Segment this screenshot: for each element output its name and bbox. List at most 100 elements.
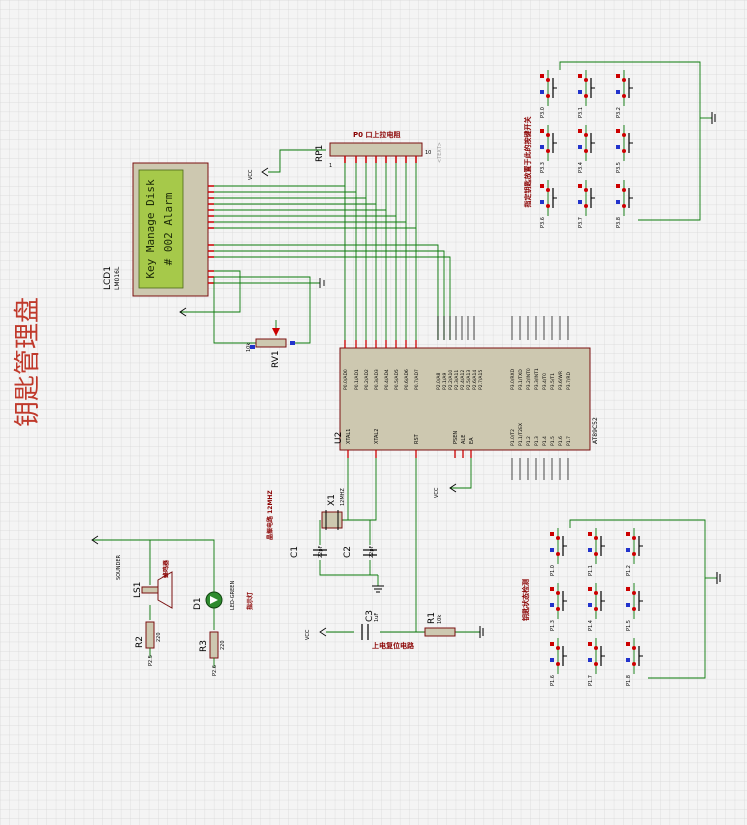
crystal-circuit: X1 12MHZ 晶振电路 12MHZ C1 22pF C2 22pF bbox=[266, 458, 384, 593]
rp1-pin-right: 10 bbox=[425, 150, 431, 156]
vcc-label-ea: VCC bbox=[434, 487, 440, 498]
key-switch[interactable]: P1.5 bbox=[626, 583, 643, 631]
lcd-module: Key Manage Disk # 002 Alarm LCD1 LM016L bbox=[103, 162, 214, 297]
key-switch[interactable]: P1.8 bbox=[626, 638, 643, 686]
mcu-xtal1: XTAL1 bbox=[346, 429, 352, 444]
c1-ref: C1 bbox=[290, 546, 300, 558]
key-switch[interactable]: P1.2 bbox=[626, 528, 643, 576]
key-switch[interactable]: P1.3 bbox=[550, 583, 567, 631]
key-pin-label: P3.1 bbox=[578, 107, 584, 118]
mcu-pin-p2-6: P2.6/A14 bbox=[472, 370, 478, 390]
key-switch[interactable]: P1.6 bbox=[550, 638, 567, 686]
mcu-pin-p2-5: P2.5/A13 bbox=[466, 370, 472, 390]
mcu-ale: ALE bbox=[461, 435, 467, 444]
mcu-pin-p3-1: P3.1/TXD bbox=[518, 369, 524, 390]
mcu-pin-p1-0: P1.0/T2 bbox=[510, 429, 516, 446]
mcu-pin-p1-3: P1.3 bbox=[534, 436, 540, 446]
key-pin-label: P1.2 bbox=[626, 565, 632, 576]
key-switch[interactable]: P3.6 bbox=[540, 180, 557, 228]
mcu-pin-p0-3: P0.3/AD3 bbox=[374, 369, 380, 390]
page-title: 钥匙管理盘 bbox=[13, 297, 43, 427]
r3-value: 220 bbox=[220, 640, 226, 650]
key-switch[interactable]: P3.4 bbox=[578, 125, 595, 173]
c3-ref: C3 bbox=[365, 610, 375, 622]
mcu-pin-p2-0: P2.0/A8 bbox=[436, 373, 442, 390]
key-switch[interactable]: P1.1 bbox=[588, 528, 605, 576]
rp1-text-tag: <TEXT> bbox=[437, 142, 443, 163]
key-pin-label: P1.5 bbox=[626, 620, 632, 631]
key-switch[interactable]: P3.5 bbox=[616, 125, 633, 173]
mcu-pin-p3-3: P3.3/INT1 bbox=[534, 368, 540, 390]
mcu-pin-p2-2: P2.2/A10 bbox=[448, 370, 454, 390]
reset-label: 上电复位电路 bbox=[372, 641, 415, 650]
key-pin-label: P1.1 bbox=[588, 565, 594, 576]
mcu-pin-p3-6: P3.6/WR bbox=[558, 371, 564, 390]
mcu-pin-p3-4: P3.4/T0 bbox=[542, 373, 548, 390]
ls1-model: SOUNDER bbox=[116, 554, 122, 580]
lcd-ref: LCD1 bbox=[103, 266, 113, 290]
r2-ref: R2 bbox=[135, 636, 145, 648]
key-pin-label: P1.7 bbox=[588, 675, 594, 686]
port-stub-wires bbox=[437, 316, 569, 480]
vcc-rp1: VCC bbox=[248, 149, 326, 180]
mcu-pin-p1-4: P1.4 bbox=[542, 436, 548, 446]
vcc-label-rp1: VCC bbox=[248, 169, 254, 180]
mcu-pin-p0-7: P0.7/AD7 bbox=[414, 369, 420, 390]
keys-bottom-label: 钥匙状态检测 bbox=[521, 579, 530, 621]
mcu-pin-p0-1: P0.1/AD1 bbox=[354, 369, 360, 390]
mcu-pin-p1-7: P1.7 bbox=[566, 436, 572, 446]
key-switch[interactable]: P3.2 bbox=[616, 70, 633, 118]
d1-ref: D1 bbox=[193, 597, 203, 610]
key-pin-label: P1.8 bbox=[626, 675, 632, 686]
rp1-pin-left: 1 bbox=[329, 163, 332, 169]
key-switch[interactable]: P3.0 bbox=[540, 70, 557, 118]
r2-value: 220 bbox=[156, 632, 162, 642]
c2-value: 22pF bbox=[369, 545, 375, 558]
mcu-pin-p1-5: P1.5 bbox=[550, 436, 556, 446]
key-switch[interactable]: P1.4 bbox=[588, 583, 605, 631]
mcu-pin-p1-2: P1.2 bbox=[526, 436, 532, 446]
mcu-ea: EA bbox=[469, 437, 475, 444]
key-pin-label: P3.5 bbox=[616, 162, 622, 173]
x1-ref: X1 bbox=[327, 494, 337, 506]
key-switch[interactable]: P3.3 bbox=[540, 125, 557, 173]
key-switch[interactable]: P3.8 bbox=[616, 180, 633, 228]
key-switch[interactable]: P3.1 bbox=[578, 70, 595, 118]
lcd-model: LM016L bbox=[114, 266, 121, 290]
key-pin-label: P3.0 bbox=[540, 107, 546, 118]
mcu-pin-p0-2: P0.2/AD2 bbox=[364, 369, 370, 390]
key-switch[interactable]: P1.0 bbox=[550, 528, 567, 576]
r3-ref: R3 bbox=[199, 640, 209, 652]
mcu-pin-p1-6: P1.6 bbox=[558, 436, 564, 446]
x1-label: 晶振电路 12MHZ bbox=[266, 490, 274, 540]
mcu-pin-p1-1: P1.1/T2EX bbox=[518, 423, 524, 446]
r1-value: 10k bbox=[437, 615, 443, 624]
key-pin-label: P3.2 bbox=[616, 107, 622, 118]
mcu-pin-p2-1: P2.1/A9 bbox=[442, 373, 448, 390]
c2-ref: C2 bbox=[343, 546, 353, 558]
mcu-pin-p2-7: P2.7/A15 bbox=[478, 370, 484, 390]
key-switch[interactable]: P3.7 bbox=[578, 180, 595, 228]
mcu-pin-p3-7: P3.7/RD bbox=[566, 371, 572, 390]
mcu-model: AT89C52 bbox=[592, 417, 599, 444]
key-switch[interactable]: P1.7 bbox=[588, 638, 605, 686]
lcd-line-1: Key Manage Disk bbox=[144, 179, 157, 279]
mcu-pin-p0-4: P0.4/AD4 bbox=[384, 369, 390, 390]
mcu-rst: RST bbox=[414, 433, 420, 444]
mcu-pin-p2-3: P2.3/A11 bbox=[454, 370, 460, 390]
mcu-pin-p0-0: P0.0/AD0 bbox=[343, 369, 349, 390]
pin-p26: P2.6 bbox=[212, 665, 218, 676]
ea-vcc: VCC bbox=[434, 458, 472, 498]
mcu-port-p0: P0.0/AD0 P0.1/AD1 P0.2/AD2 P0.3/AD3 P0.4/AD4… bbox=[343, 369, 420, 390]
key-pin-label: P1.0 bbox=[550, 565, 556, 576]
mcu-pin-p0-6: P0.6/AD6 bbox=[404, 369, 410, 390]
key-pin-label: P3.6 bbox=[540, 217, 546, 228]
reset-circuit: VCC C3 1uF R1 10k 上电复位电路 bbox=[305, 458, 484, 650]
key-pin-label: P1.3 bbox=[550, 620, 556, 631]
ls1-label: 蜂鸣器 bbox=[162, 559, 170, 578]
